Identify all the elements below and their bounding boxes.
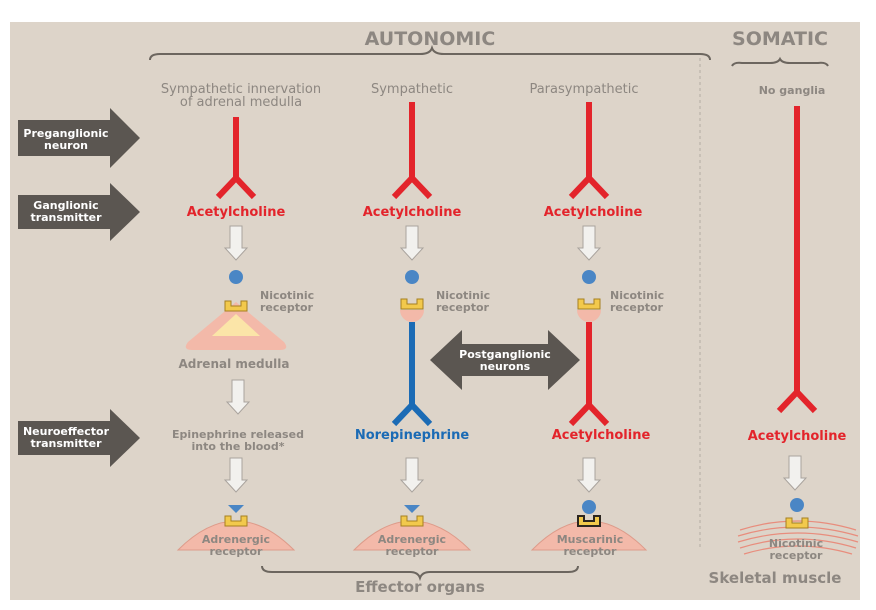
ganglionic-transmitter-label: Ganglionic transmitter (20, 200, 112, 224)
ganglionic-line2: transmitter (30, 211, 102, 224)
muscarinic-line1: Muscarinic (556, 533, 624, 546)
neuroeffector-line2: transmitter (30, 437, 102, 450)
postganglionic-line2: neurons (479, 360, 531, 373)
somatic-nicotinic-line2: receptor (769, 549, 823, 562)
adrenal-ach-molecule (229, 270, 243, 284)
sympathetic-adrenergic-line2: receptor (385, 545, 439, 558)
somatic-effector-acetylcholine: Acetylcholine (747, 429, 847, 444)
adrenal-ganglionic-acetylcholine: Acetylcholine (186, 205, 286, 220)
ganglionic-line1: Ganglionic (33, 199, 99, 212)
adrenal-title-line1: Sympathetic innervation (160, 82, 322, 97)
adrenal-release-arrow (224, 225, 248, 261)
autonomic-header: AUTONOMIC (364, 28, 496, 50)
somatic-header: SOMATIC (732, 28, 828, 50)
epinephrine-line2: into the blood* (191, 440, 285, 453)
no-ganglia-label: No ganglia (758, 84, 826, 97)
somatic-nicotinic-line1: Nicotinic (768, 537, 824, 550)
sympathetic-column-title: Sympathetic (370, 82, 454, 97)
adrenal-column-title: Sympathetic innervation of adrenal medul… (136, 83, 346, 109)
somatic-brace (731, 56, 829, 67)
adrenal-medulla-core (212, 314, 260, 336)
sympathetic-ach-molecule (405, 270, 419, 284)
adrenal-epinephrine-arrow (226, 379, 250, 415)
parasympathetic-nicotinic-receptor (577, 298, 601, 310)
adrenal-preganglionic-neuron (215, 117, 257, 200)
sympathetic-nicotinic-receptor (400, 298, 424, 310)
preganglionic-line2: neuron (44, 139, 88, 152)
epinephrine-molecule (228, 505, 244, 513)
sympathetic-ganglionic-acetylcholine: Acetylcholine (362, 205, 462, 220)
autonomic-brace (149, 44, 711, 61)
adrenal-title-line2: of adrenal medulla (179, 95, 303, 110)
preganglionic-neuron-label: Preganglionic neuron (20, 128, 112, 152)
adrenal-adrenergic-receptor (224, 515, 248, 527)
somatic-ach-molecule (790, 498, 804, 512)
neuroeffector-transmitter-label: Neuroeffector transmitter (20, 426, 112, 450)
epinephrine-label: Epinephrine released into the blood* (158, 429, 318, 453)
parasympathetic-ganglion-body (577, 310, 601, 322)
preganglionic-row-arrow (18, 108, 140, 168)
skeletal-muscle-label: Skeletal muscle (708, 569, 842, 587)
muscarinic-label: Muscarinic receptor (540, 534, 640, 558)
adrenal-medulla-label: Adrenal medulla (178, 357, 290, 371)
parasympathetic-release-arrow (577, 225, 601, 261)
postganglionic-line1: Postganglionic (459, 348, 551, 361)
sympathetic-preganglionic-neuron (391, 102, 433, 200)
sympathetic-nicotinic-line1: Nicotinic (436, 289, 491, 302)
effector-organs-label: Effector organs (355, 578, 485, 596)
norepinephrine-label: Norepinephrine (354, 428, 470, 443)
effector-organs-brace (261, 565, 579, 582)
adrenal-adrenergic-line1: Adrenergic (201, 533, 271, 546)
parasympathetic-nicotinic-label: Nicotinic receptor (610, 290, 672, 314)
somatic-effector-arrow (783, 455, 807, 491)
sympathetic-postganglionic-neuron (391, 322, 433, 427)
adrenal-effector-arrow (224, 457, 248, 493)
parasympathetic-effector-acetylcholine: Acetylcholine (551, 428, 651, 443)
sympathetic-ganglion-body (400, 310, 424, 322)
parasympathetic-postganglionic-neuron (568, 322, 610, 427)
neuroeffector-line1: Neuroeffector (22, 425, 110, 438)
parasympathetic-ach-molecule (582, 270, 596, 284)
sympathetic-nicotinic-label: Nicotinic receptor (436, 290, 498, 314)
postganglionic-neurons-label: Postganglionic neurons (450, 349, 560, 373)
diagram-panel (10, 22, 860, 600)
parasympathetic-nicotinic-line1: Nicotinic (610, 289, 665, 302)
adrenal-adrenergic-label: Adrenergic receptor (186, 534, 286, 558)
norepinephrine-molecule (404, 505, 420, 513)
sympathetic-release-arrow (400, 225, 424, 261)
muscarinic-line2: receptor (563, 545, 617, 558)
adrenal-nicotinic-label: Nicotinic receptor (260, 290, 322, 314)
epinephrine-line1: Epinephrine released (172, 428, 304, 441)
adrenal-nicotinic-line2: receptor (260, 301, 313, 314)
somatic-nicotinic-receptor (785, 517, 809, 529)
postganglionic-double-arrow (430, 330, 580, 390)
parasympathetic-effector-arrow (577, 457, 601, 493)
sympathetic-adrenergic-label: Adrenergic receptor (362, 534, 462, 558)
parasympathetic-column-title: Parasympathetic (529, 82, 639, 97)
parasympathetic-ach-effector-molecule (582, 500, 596, 514)
preganglionic-line1: Preganglionic (23, 127, 109, 140)
sympathetic-nicotinic-line2: receptor (436, 301, 489, 314)
parasympathetic-muscarinic-receptor (577, 515, 601, 527)
parasympathetic-preganglionic-neuron (568, 102, 610, 200)
neuroeffector-row-arrow (18, 409, 140, 467)
somatic-motor-neuron (776, 106, 818, 414)
sympathetic-effector-arrow (400, 457, 424, 493)
somatic-nicotinic-label: Nicotinic receptor (746, 538, 846, 562)
ganglionic-row-arrow (18, 183, 140, 241)
adrenal-nicotinic-line1: Nicotinic (260, 289, 315, 302)
parasympathetic-ganglionic-acetylcholine: Acetylcholine (543, 205, 643, 220)
sympathetic-adrenergic-line1: Adrenergic (377, 533, 447, 546)
parasympathetic-nicotinic-line2: receptor (610, 301, 663, 314)
sympathetic-adrenergic-receptor (400, 515, 424, 527)
adrenal-adrenergic-line2: receptor (209, 545, 263, 558)
